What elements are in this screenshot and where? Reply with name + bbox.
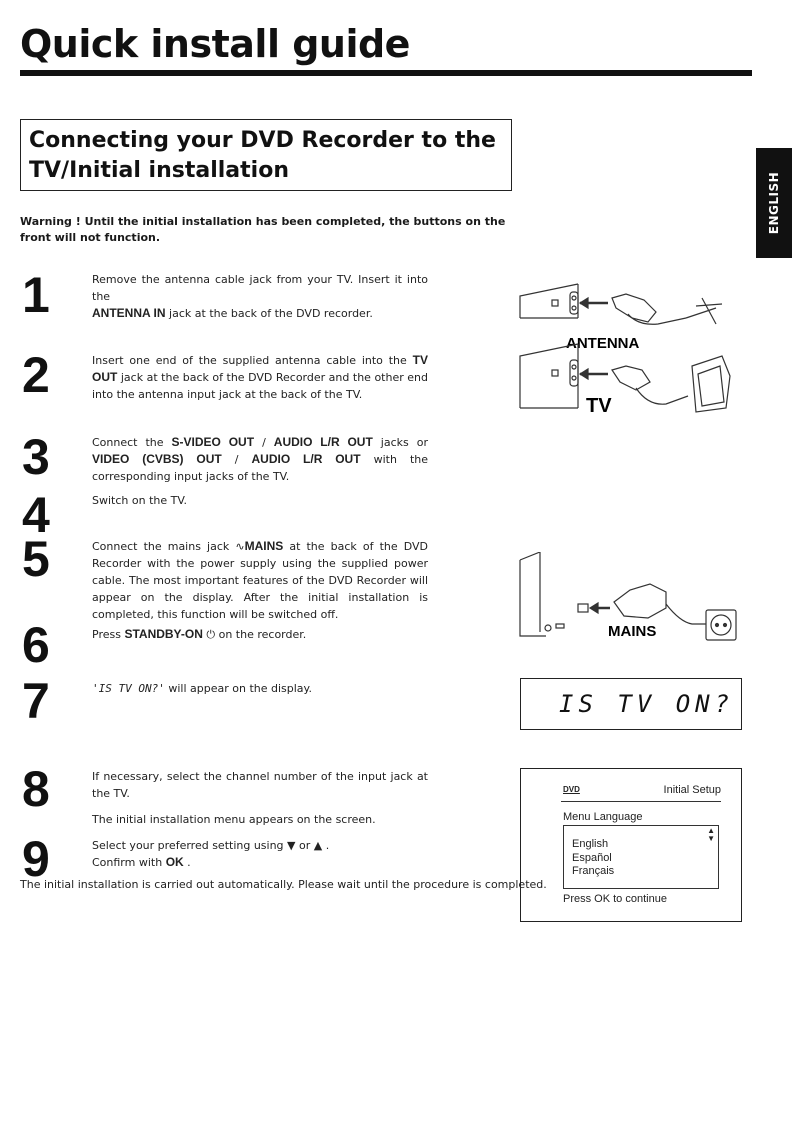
antenna-connection-illustration: ANTENNA TV xyxy=(519,283,731,417)
step-number: 6 xyxy=(22,617,50,673)
step-text: Insert one end of the supplied antenna c… xyxy=(92,353,428,401)
step-text: If necessary, select the channel number … xyxy=(92,770,428,826)
down-arrow-icon: ▼ xyxy=(287,839,296,852)
section-title-line1: Connecting your DVD Recorder to the xyxy=(29,128,496,153)
osd-divider xyxy=(561,801,721,802)
step-text: Remove the antenna cable jack from your … xyxy=(92,273,428,320)
section-title-line2: TV/Initial installation xyxy=(29,158,289,183)
section-heading-box: Connecting your DVD Recorder to the TV/I… xyxy=(20,119,512,191)
language-tab: ENGLISH xyxy=(756,148,792,258)
language-option: Français xyxy=(572,865,615,877)
lcd-inline-text: 'IS TV ON?' xyxy=(92,682,165,695)
step-text: Select your preferred setting using ▼ or… xyxy=(92,839,330,869)
osd-footer: Press OK to continue xyxy=(563,893,667,905)
up-arrow-icon: ▲ xyxy=(313,839,323,852)
step-text: Connect the mains jack ∿MAINS at the bac… xyxy=(92,539,429,621)
step-number: 3 xyxy=(22,429,50,485)
menu-language-label: Menu Language xyxy=(563,811,643,823)
display-text: IS TV ON? xyxy=(559,690,735,718)
dvd-logo-icon: DVD xyxy=(563,785,580,794)
language-list: ▲▼ English Español Français xyxy=(563,825,719,889)
step-number: 4 xyxy=(22,487,50,543)
step-text: Switch on the TV. xyxy=(92,494,187,507)
step-number: 8 xyxy=(22,761,50,817)
front-display-illustration: IS TV ON? xyxy=(520,678,742,730)
language-option: Español xyxy=(572,851,612,864)
step-number: 1 xyxy=(22,267,50,323)
antenna-label: ANTENNA xyxy=(566,335,639,352)
step-text: Press STANDBY-ON ⏻ on the recorder. xyxy=(92,627,307,641)
step-number: 2 xyxy=(22,347,50,403)
title-rule xyxy=(20,70,752,76)
section-title: Connecting your DVD Recorder to the TV/I… xyxy=(29,126,503,186)
footer-note: The initial installation is carried out … xyxy=(20,878,547,891)
step-number: 5 xyxy=(22,531,50,587)
tv-label: TV xyxy=(586,395,612,417)
step-text: 'IS TV ON?' will appear on the display. xyxy=(92,682,312,695)
power-icon: ⏻ xyxy=(202,628,216,641)
keyword: ANTENNA IN xyxy=(92,306,166,320)
language-tab-label: ENGLISH xyxy=(767,171,782,235)
osd-title: Initial Setup xyxy=(663,784,721,796)
step-text: Connect the S-VIDEO OUT / AUDIO L/R OUT … xyxy=(92,435,429,483)
keyword: TV OUT xyxy=(92,353,428,384)
step-number: 9 xyxy=(22,831,50,887)
mains-connection-illustration: MAINS xyxy=(519,552,737,641)
language-option: English xyxy=(572,838,609,850)
mains-symbol-icon: ∿ xyxy=(235,540,245,553)
osd-menu-illustration: DVD Initial Setup Menu Language ▲▼ Engli… xyxy=(520,768,742,922)
step-number: 7 xyxy=(22,673,50,729)
scroll-arrows-icon: ▲▼ xyxy=(707,826,715,843)
warning-text: Warning ! Until the initial installation… xyxy=(20,215,506,244)
page-title: Quick install guide xyxy=(20,22,410,66)
mains-label: MAINS xyxy=(608,623,656,640)
